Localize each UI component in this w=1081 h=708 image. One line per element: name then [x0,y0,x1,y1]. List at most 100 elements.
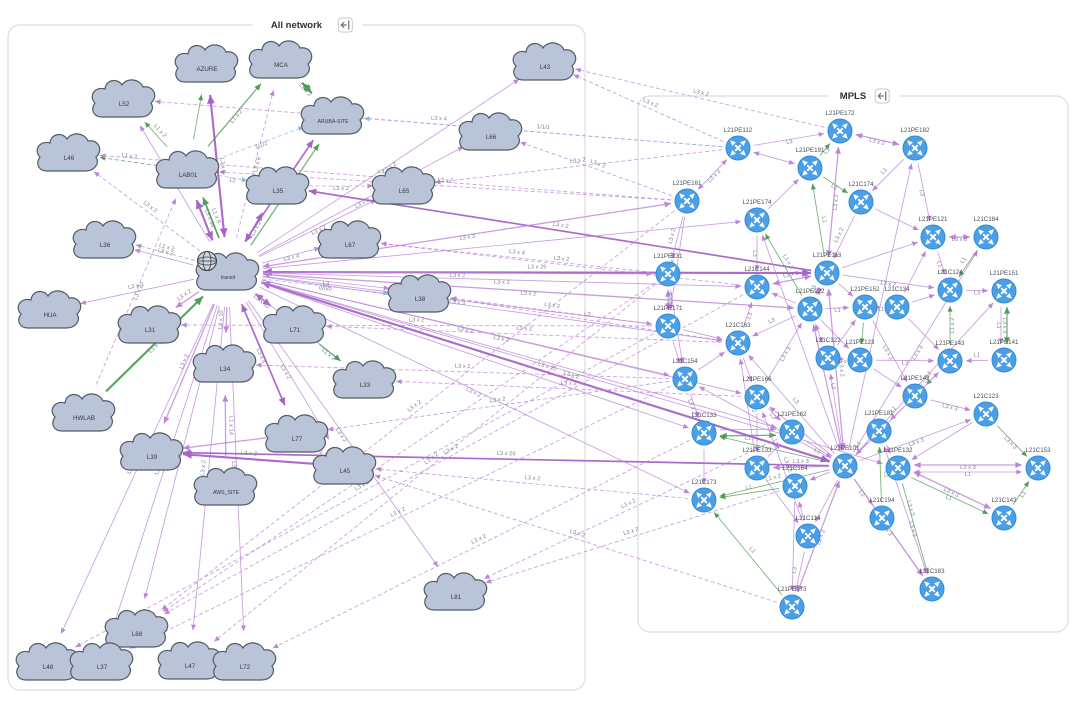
node-L67[interactable]: L67 [317,220,382,259]
node-L21C124[interactable]: L21C124 [937,269,963,303]
node-L66[interactable]: L66 [458,112,523,151]
node-L21PE142[interactable]: L21PE142 [901,375,930,409]
node-L21PE174[interactable]: L21PE174 [743,199,772,233]
edge-L21PE133-L21C163 [739,358,756,453]
node-HUA[interactable]: HUA [17,290,82,329]
edge-label: L3 x 3 [449,299,465,307]
cloud-icon [155,150,220,189]
node-L21C194[interactable]: L21C194 [869,497,895,531]
node-L21PE143[interactable]: L21PE143 [936,340,965,374]
node-L31[interactable]: L31 [117,305,182,344]
node-L21C153[interactable]: L21C153 [1025,447,1051,481]
node-L21PE133[interactable]: L21PE133 [743,447,772,481]
router-icon [827,118,853,144]
node-label: L21C174 [848,181,874,188]
node-MCA[interactable]: MCA [248,40,313,79]
node-L21PE113[interactable]: L21PE113 [813,252,842,286]
node-L34[interactable]: L34 [192,344,257,383]
node-label: L66 [486,134,497,141]
node-L21PE132[interactable]: L21PE132 [884,447,913,481]
edge-label: L3 x 20 [537,361,557,372]
node-L21PE112[interactable]: L21PE112 [724,127,753,161]
node-L21C174[interactable]: L21C174 [848,181,874,215]
node-L21C114[interactable]: L21C114 [795,515,821,549]
node-L21PE121[interactable]: L21PE121 [919,216,948,250]
node-L21C183[interactable]: L21C183 [919,568,945,602]
node-L52[interactable]: L52 [91,79,156,118]
node-L21PE173[interactable]: L21PE173 [778,586,807,620]
node-L39[interactable]: L39 [119,432,184,471]
node-L43[interactable]: L43 [512,42,577,81]
node-L21PE182[interactable]: L21PE182 [901,127,930,161]
node-L21PE162[interactable]: L21PE162 [778,411,807,445]
node-L21PE181[interactable]: L21PE181 [865,410,894,444]
group-title-all-network: All network [271,20,323,31]
edge-label: L3 x 2 [880,280,896,288]
node-label: L33 [360,382,371,389]
node-L81[interactable]: L81 [423,572,488,611]
router-icon [691,487,717,513]
node-L21PE191[interactable]: L21PE191 [796,147,825,181]
node-L21PE171[interactable]: L21PE171 [654,305,683,339]
node-L21C134[interactable]: L21C134 [884,286,910,320]
edge-arrowhead [902,375,908,383]
node-L21C164[interactable]: L21C164 [782,465,808,499]
node-L21PE122[interactable]: L21PE122 [796,288,825,322]
node-L65[interactable]: L65 [371,166,436,205]
edge-arrowhead [914,462,921,468]
node-L37[interactable]: L37 [69,642,134,681]
edge-arrowhead [135,243,142,249]
node-L46[interactable]: L46 [36,133,101,172]
node-LAB01[interactable]: LAB01 [155,150,220,189]
node-L77[interactable]: L77 [264,414,329,453]
edge-arrowhead [771,292,778,298]
collapse-group-button-mpls[interactable] [874,88,890,104]
edge-L21PE101-L21C122 [830,373,843,451]
node-L68[interactable]: L68 [104,609,169,648]
node-AZURE[interactable]: AZURE [174,44,239,83]
node-L21C154[interactable]: L21C154 [672,358,698,392]
node-L21PE141[interactable]: L21PE141 [990,339,1019,373]
edge-arrowhead [920,251,926,258]
edge-label: L3 [791,567,798,575]
node-L21PE172[interactable]: L21PE172 [826,110,855,144]
node-L33[interactable]: L33 [332,360,397,399]
router-icon [884,294,910,320]
node-L21C143[interactable]: L21C143 [991,497,1017,531]
edge-arrowhead [182,444,190,451]
edge-label: L3 [751,250,757,256]
node-L35[interactable]: L35 [245,166,310,205]
node-AWS_SITE[interactable]: AWS_SITE [193,467,258,506]
edge-arrowhead [828,373,834,380]
node-L72[interactable]: L72 [212,642,277,681]
node-L21PE161[interactable]: L21PE161 [673,180,702,214]
collapse-group-button-all-network[interactable] [337,17,353,33]
node-L21C173[interactable]: L21C173 [691,479,717,513]
node-L38[interactable]: L38 [387,274,452,313]
node-L36[interactable]: L36 [72,220,137,259]
node-L21C123[interactable]: L21C123 [973,393,999,427]
edge-HWLAB-transit [105,295,204,393]
node-L21PE151[interactable]: L21PE151 [990,270,1019,304]
node-HWLAB[interactable]: HWLAB [51,393,116,432]
node-ARUBA-SITE[interactable]: ARUBA-SITE [300,96,365,135]
node-L21C163[interactable]: L21C163 [725,322,751,356]
node-L21C122[interactable]: L21C122 [815,337,841,371]
node-L21C144[interactable]: L21C144 [744,266,770,300]
node-L21PE152[interactable]: L21PE152 [851,286,880,320]
node-L21PE166[interactable]: L21PE166 [743,376,772,410]
node-L45[interactable]: L45 [312,446,377,485]
node-L21C133[interactable]: L21C133 [691,412,717,446]
edge-arrowhead [375,466,382,472]
edge-label: L3 x 2 [450,273,466,279]
edge-label: L3 x 3 [128,282,145,291]
node-L21C184[interactable]: L21C184 [973,216,999,250]
node-L21PE131[interactable]: L21PE131 [654,253,683,287]
node-L21PE101[interactable]: L21PE101 [831,445,860,479]
edge-L21PE113-L21C124 [842,274,935,289]
node-L71[interactable]: L71 [262,305,327,344]
node-L21PE123[interactable]: L21PE123 [846,339,875,373]
node-transit[interactable]: transit [195,251,260,291]
